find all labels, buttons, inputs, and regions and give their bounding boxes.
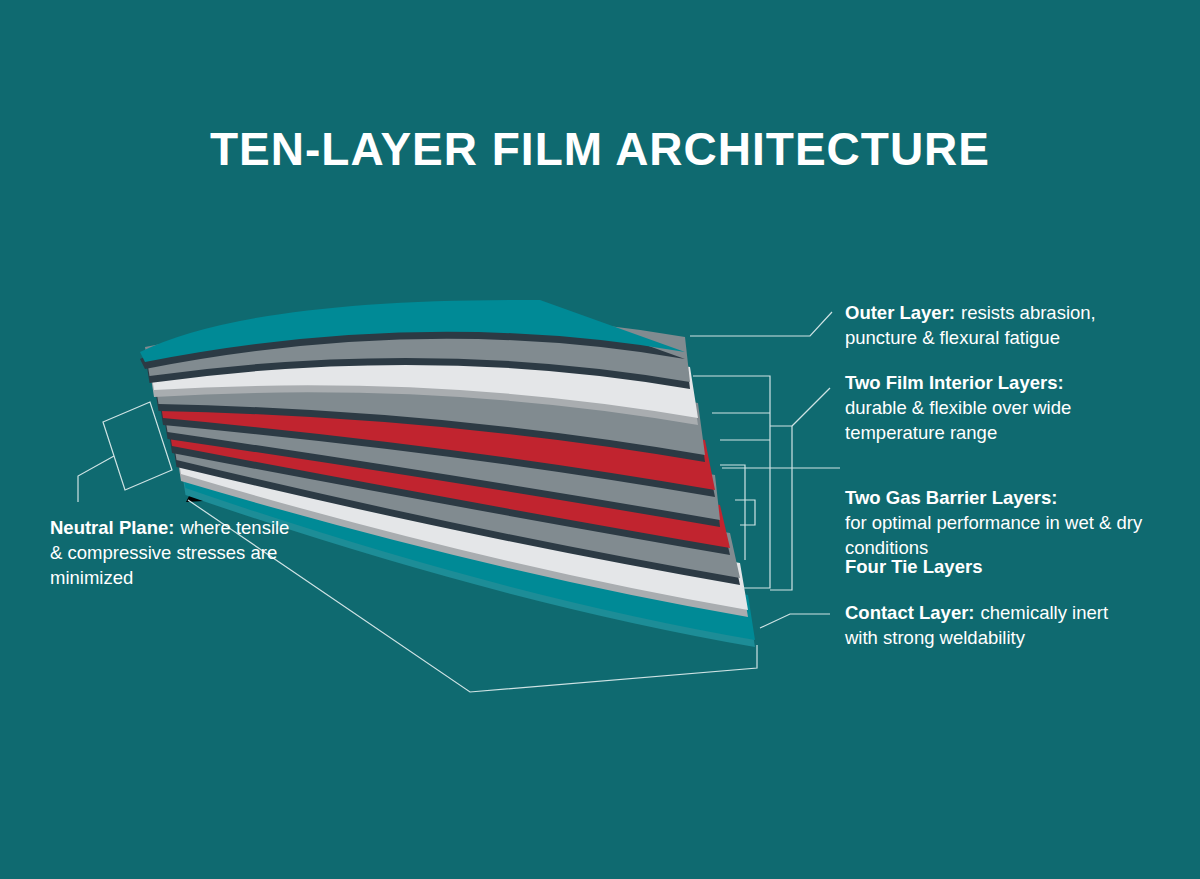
neutral-plane-box	[103, 402, 172, 490]
callout-heading: Neutral Plane:	[50, 517, 174, 538]
callout: Outer Layer:resists abrasion, puncture &…	[845, 300, 1150, 350]
leader-line	[792, 388, 830, 426]
film-layer	[140, 300, 685, 362]
callout: Neutral Plane:where tensile & compressiv…	[50, 515, 290, 590]
leader-line	[760, 614, 830, 628]
bracket	[770, 426, 792, 590]
leader-lines	[78, 312, 840, 692]
bracket	[693, 376, 770, 588]
leader-line	[712, 412, 770, 413]
callout-text: durable & flexible over wide temperature…	[845, 395, 1145, 445]
callout: Contact Layer:chemically inert with stro…	[845, 600, 1145, 650]
callout-text: for optimal performance in wet & dry con…	[845, 510, 1145, 560]
callout-heading: Two Gas Barrier Layers:	[845, 485, 1145, 510]
callout: Four Tie Layers	[845, 554, 1145, 579]
leader-line	[78, 456, 114, 502]
callout-heading: Contact Layer:	[845, 602, 975, 623]
leader-line	[720, 439, 770, 440]
callout-heading: Two Film Interior Layers:	[845, 370, 1145, 395]
callout-heading: Four Tie Layers	[845, 554, 1145, 579]
film-layers	[140, 300, 755, 647]
callout: Two Gas Barrier Layers:for optimal perfo…	[845, 485, 1145, 560]
callout: Two Film Interior Layers:durable & flexi…	[845, 370, 1145, 445]
leader-line	[722, 467, 840, 468]
bracket	[720, 465, 745, 560]
leader-line	[690, 312, 832, 336]
title: TEN-LAYER FILM ARCHITECTURE	[0, 122, 1200, 176]
callout-heading: Outer Layer:	[845, 302, 955, 323]
